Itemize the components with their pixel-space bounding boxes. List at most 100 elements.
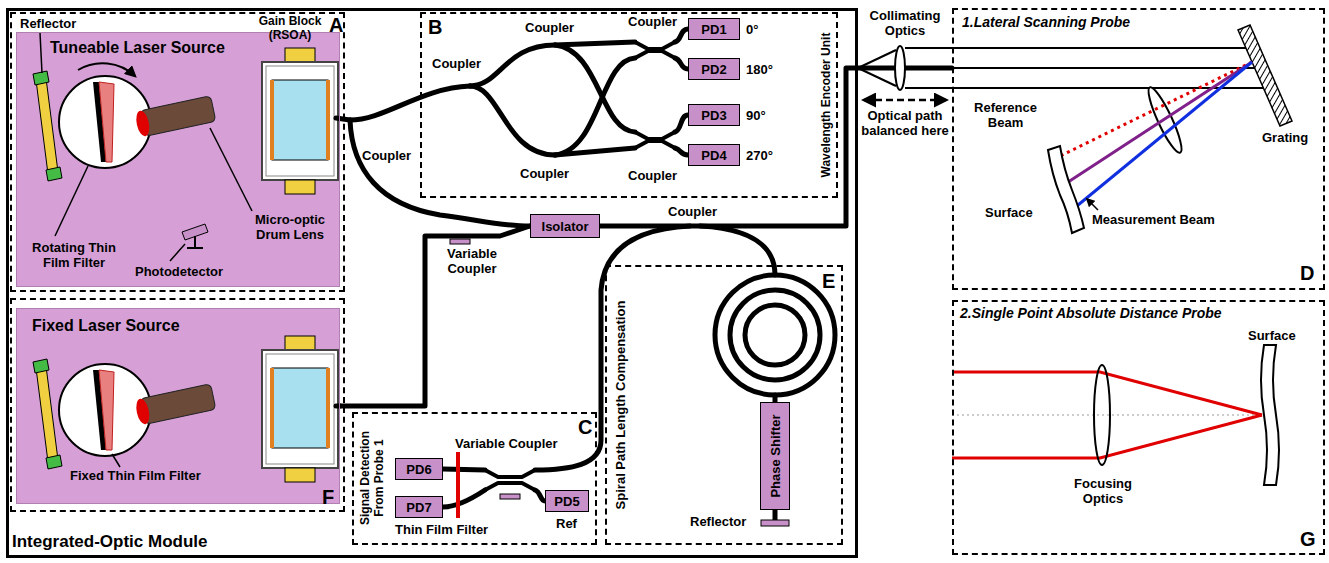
- part-label: Photodetector: [135, 264, 223, 279]
- optical-fiber-part: [715, 275, 835, 395]
- optical-fiber: [600, 68, 952, 226]
- part-label: Coupler: [668, 204, 717, 219]
- node-label: PD3: [701, 108, 726, 123]
- lateral-probe-optics-part: [1048, 146, 1084, 233]
- photodetector-box: PD2: [688, 58, 740, 80]
- tuneable-laser-parts-part: [266, 66, 334, 176]
- fixed-laser-parts-part: [140, 384, 216, 424]
- fixed-laser-parts-part: [112, 454, 120, 467]
- optical-fiber-part: [700, 226, 775, 275]
- point-probe-optics: [952, 345, 1279, 485]
- part-label: Coupler: [628, 168, 677, 183]
- lateral-probe-optics: [1048, 25, 1292, 233]
- coupler-marker: [450, 239, 789, 526]
- tuneable-laser-parts: [33, 33, 338, 261]
- tuneable-laser-parts-part: [326, 80, 330, 160]
- part-label: Fixed Thin Film Filter: [70, 468, 201, 483]
- tuneable-laser-parts-part: [40, 33, 42, 73]
- tuneable-laser-parts-part: [33, 71, 49, 85]
- callout-letter: B: [428, 16, 442, 38]
- node-label: Spiral Path Length Compensation: [613, 301, 628, 510]
- node-label: Phase Shifter: [768, 414, 783, 497]
- optical-fiber-part: [485, 470, 535, 477]
- node-label: PD5: [554, 494, 579, 509]
- node-label: PD6: [406, 462, 431, 477]
- tuneable-laser-parts-part: [99, 82, 114, 162]
- optical-fiber-part: [535, 490, 545, 501]
- laser-panel-fill-part: [16, 32, 340, 287]
- node-label: Tuneable Laser Source: [50, 38, 225, 57]
- coupler-marker-part: [456, 452, 460, 518]
- photodetector-box: PD3: [688, 104, 740, 126]
- tuneable-laser-parts-part: [285, 48, 315, 62]
- tuneable-laser-parts-part: [59, 76, 151, 168]
- laser-panel-fill: [16, 32, 340, 504]
- node-label: PD2: [701, 62, 726, 77]
- callout-letter: E: [822, 270, 835, 292]
- point-probe-optics-part: [952, 415, 1262, 416]
- tuneable-laser-parts-part: [134, 110, 151, 138]
- isolator-box: Isolator: [530, 214, 600, 238]
- collimating-optics-part: [858, 68, 896, 86]
- optical-fiber-part: [675, 148, 688, 155]
- part-label: Surface: [985, 205, 1033, 220]
- optical-fiber-part: [443, 469, 485, 470]
- part-label: Grating: [1262, 130, 1308, 145]
- lateral-probe-optics-part: [1062, 62, 1252, 186]
- lateral-probe-optics-part: [1087, 199, 1098, 210]
- part-label: Coupler: [432, 56, 481, 71]
- callout-letter: F: [322, 486, 334, 508]
- lateral-probe-optics-part: [1072, 62, 1252, 210]
- optical-fiber-part: [635, 51, 675, 58]
- fixed-laser-parts-part: [134, 384, 216, 426]
- part-label: Gain Block (RSOA): [254, 14, 326, 42]
- phase-shifter-box: Phase Shifter: [760, 402, 790, 510]
- fixed-laser-parts-part: [46, 455, 62, 469]
- callout-letter: A: [329, 14, 343, 36]
- tuneable-laser-parts-part: [140, 96, 216, 136]
- part-label: Variable Coupler: [440, 246, 504, 276]
- tuneable-laser-parts-part: [270, 80, 274, 160]
- node-label: 1.Lateral Scanning Probe: [962, 14, 1130, 31]
- optical-fiber-part: [635, 132, 675, 139]
- collimating-optics-part: [858, 50, 896, 68]
- point-probe-optics-part: [1261, 345, 1279, 485]
- optical-fiber: [336, 29, 835, 520]
- coupler-marker-part: [500, 494, 520, 499]
- part-label: Micro-optic Drum Lens: [245, 212, 335, 242]
- optical-fiber-part: [443, 490, 485, 507]
- photodetector-box: PD1: [688, 18, 740, 40]
- optical-fiber-part: [675, 58, 688, 69]
- fixed-laser-parts-part: [285, 336, 315, 350]
- part-label: Surface: [1248, 328, 1296, 343]
- optical-fiber: [340, 226, 530, 406]
- fixed-laser-parts-part: [266, 354, 334, 464]
- fixed-laser-parts-part: [326, 368, 330, 448]
- node-label: PD4: [701, 148, 726, 163]
- tuneable-laser-parts-part: [272, 80, 328, 160]
- collimating-optics-part: [864, 99, 946, 102]
- collimating-optics-part: [950, 67, 1255, 69]
- callout-letter: D: [1300, 262, 1314, 284]
- optical-fiber-part: [635, 42, 675, 49]
- probe-box: 1.Lateral Scanning ProbeD: [952, 8, 1325, 290]
- fixed-laser-parts-part: [134, 398, 151, 426]
- laser-panel-fill-part: [16, 308, 340, 504]
- collimating-optics: [858, 46, 1263, 100]
- tuneable-laser-parts-part: [134, 96, 216, 138]
- node-label: Signal Detection From Probe 1: [358, 416, 386, 541]
- part-label: Reference Beam: [968, 100, 1043, 130]
- node-label: Integrated-Optic Module: [12, 532, 208, 552]
- fixed-laser-parts-part: [59, 364, 151, 456]
- collimating-optics-part: [905, 47, 1246, 49]
- part-label: 270°: [746, 148, 773, 163]
- tuneable-laser-parts-part: [210, 128, 252, 211]
- optical-fiber-part: [635, 141, 675, 148]
- part-label: Thin Film Filter: [395, 522, 488, 537]
- callout-letter: C: [578, 416, 592, 438]
- fixed-laser-parts-part: [36, 366, 58, 462]
- tuneable-laser-parts-part: [170, 244, 185, 261]
- optical-fiber-part: [485, 483, 535, 490]
- fixed-laser-parts-part: [33, 359, 49, 373]
- part-label: 0°: [746, 22, 758, 37]
